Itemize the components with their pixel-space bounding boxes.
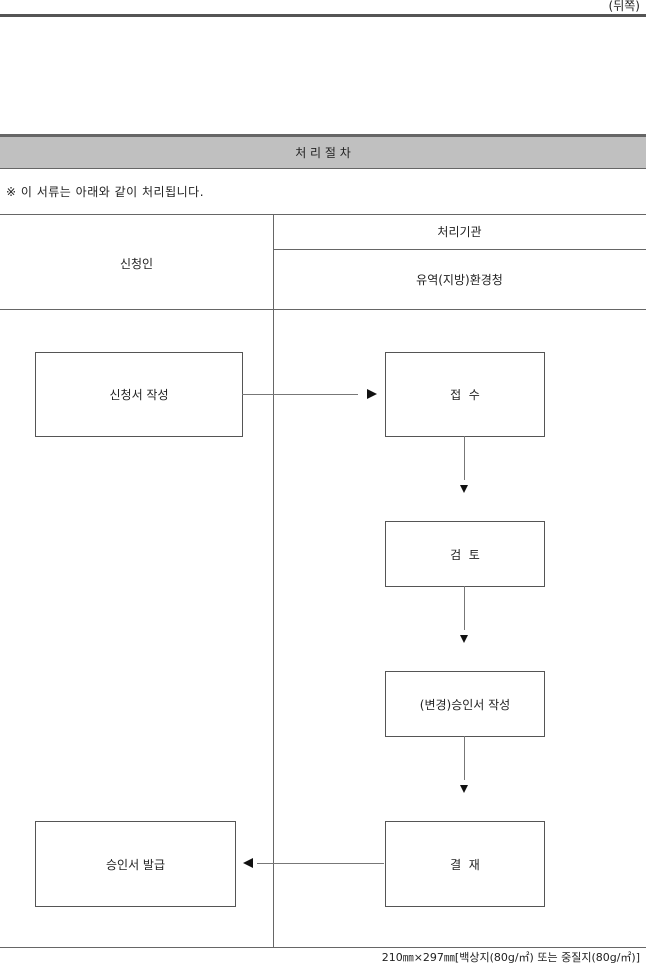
step-receive-label: 접 수 bbox=[450, 388, 480, 402]
paper-spec-footer: 210㎜×297㎜[백상지(80g/㎡) 또는 중질지(80g/㎡)] bbox=[381, 951, 640, 964]
applicant-column-header: 신청인 bbox=[119, 257, 154, 271]
top-rule bbox=[0, 14, 646, 17]
arrow-down-icon bbox=[460, 635, 468, 643]
agency-name: 유역(지방)환경청 bbox=[416, 273, 503, 287]
connector-receive-to-review bbox=[464, 436, 465, 480]
step-approve-box: 결 재 bbox=[385, 821, 545, 907]
page-side-label: (뒤쪽) bbox=[608, 0, 640, 13]
arrow-down-icon bbox=[460, 485, 468, 493]
section-title: 처 리 절 차 bbox=[295, 146, 351, 160]
arrow-left-icon bbox=[243, 858, 253, 868]
step-issue-label: 승인서 발급 bbox=[105, 857, 165, 872]
connector-review-to-draft bbox=[464, 586, 465, 630]
step-draft-label: (변경)승인서 작성 bbox=[419, 697, 511, 712]
agency-column-header: 처리기관 bbox=[437, 225, 482, 239]
step-review-box: 검 토 bbox=[385, 521, 545, 587]
step-issue-box: 승인서 발급 bbox=[35, 821, 236, 907]
step-draft-box: (변경)승인서 작성 bbox=[385, 671, 545, 737]
agency-divider bbox=[273, 249, 646, 250]
arrow-right-icon bbox=[367, 389, 377, 399]
step-approve-label: 결 재 bbox=[450, 857, 480, 872]
arrow-down-icon bbox=[460, 785, 468, 793]
table-header-bottom-rule bbox=[0, 309, 646, 310]
connector-draft-to-approve bbox=[464, 736, 465, 780]
connector-approve-to-issue bbox=[257, 863, 384, 864]
step-review-label: 검 토 bbox=[450, 547, 480, 562]
notice-text: ※ 이 서류는 아래와 같이 처리됩니다. bbox=[6, 185, 205, 199]
table-bottom-rule bbox=[0, 947, 646, 948]
step-receive-box: 접 수 bbox=[385, 352, 545, 437]
step-apply-label: 신청서 작성 bbox=[109, 388, 169, 402]
section-header-bar bbox=[0, 134, 646, 169]
column-divider bbox=[273, 214, 274, 948]
connector-apply-to-receive bbox=[242, 394, 358, 395]
table-top-rule bbox=[0, 214, 646, 215]
step-apply-box: 신청서 작성 bbox=[35, 352, 243, 437]
